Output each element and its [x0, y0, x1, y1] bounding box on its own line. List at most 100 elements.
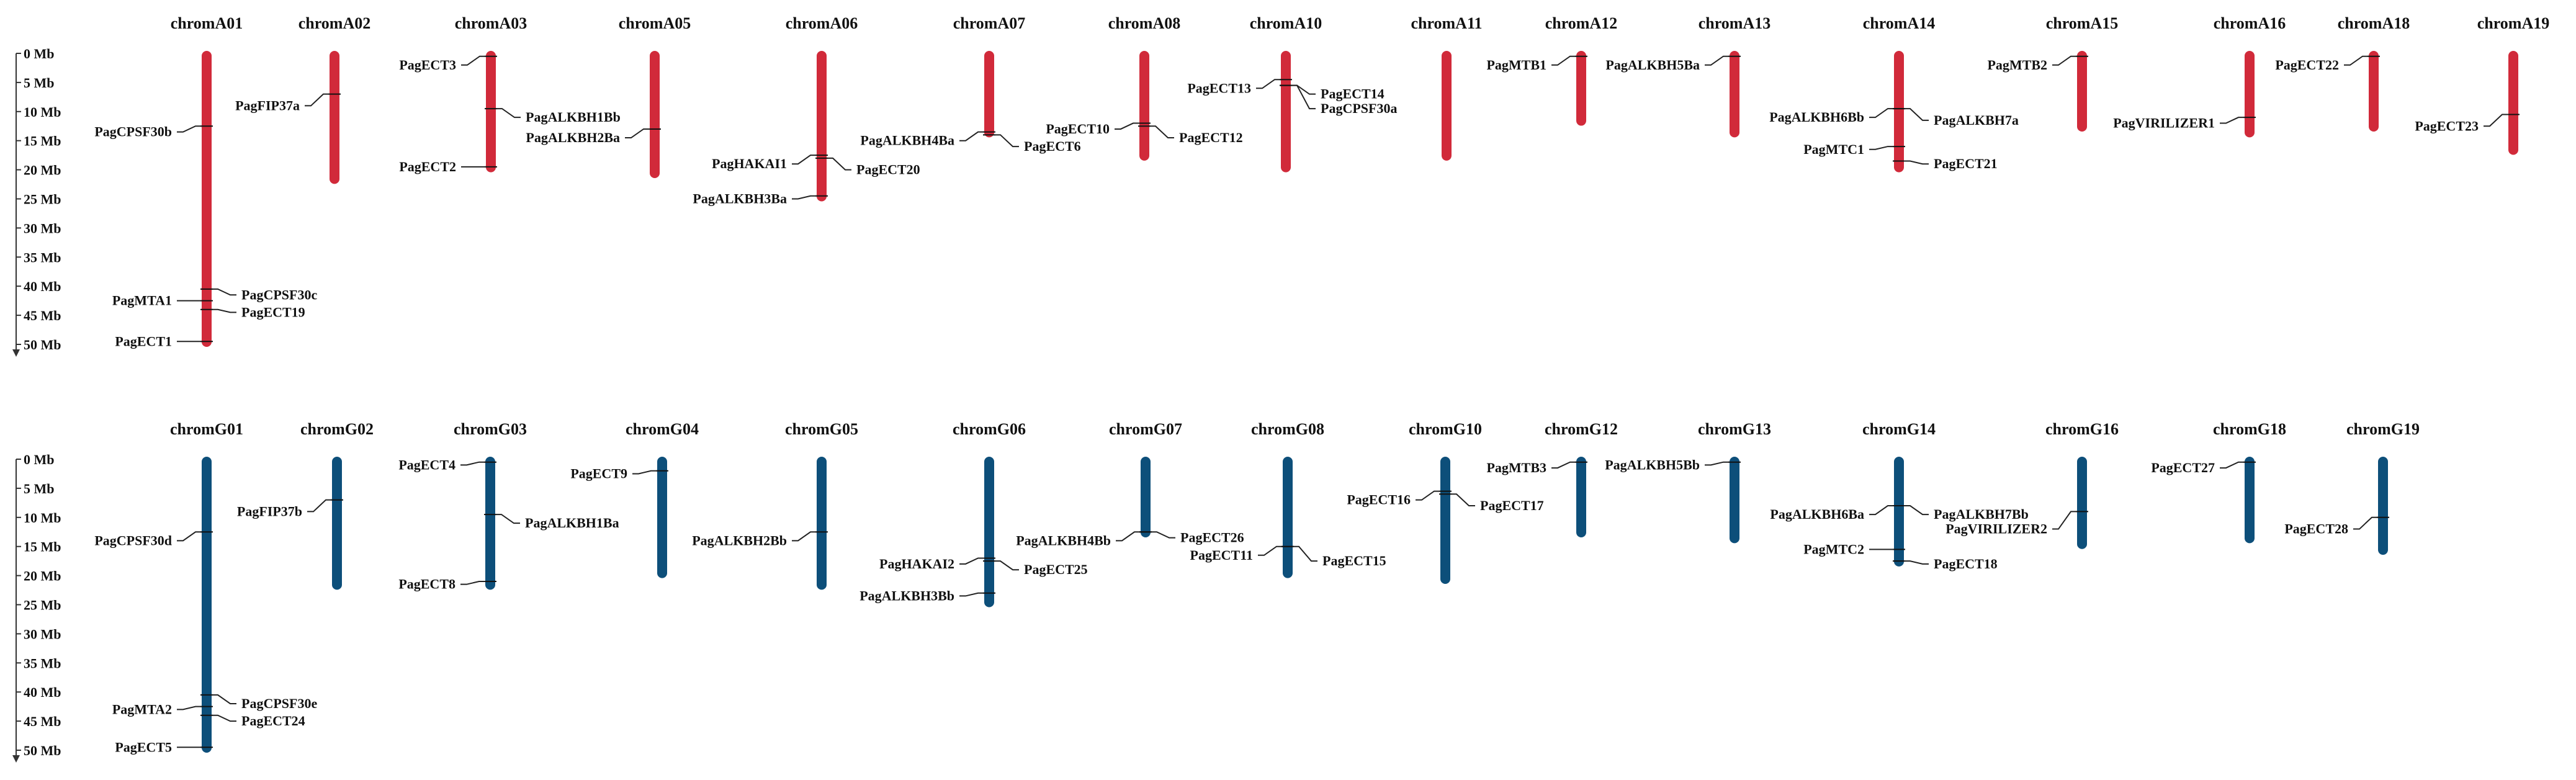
chromosome-bar	[1283, 457, 1293, 578]
gene-PagECT21: PagECT21	[1893, 156, 1998, 171]
gene-label: PagCPSF30c	[241, 287, 317, 302]
chromosome-bar	[486, 51, 496, 173]
chromosome-bar	[984, 457, 994, 607]
chromosome-bar	[1730, 51, 1739, 138]
gene-label: PagHAKAI1	[712, 156, 787, 171]
gene-PagHAKAI1: PagHAKAI1	[712, 155, 828, 171]
chromosome-bar	[817, 51, 827, 202]
chromosome-title: chromA15	[2046, 14, 2119, 32]
chromosome-title: chromA01	[171, 14, 243, 32]
gene-PagALKBH6Bb: PagALKBH6Bb	[1769, 108, 1905, 125]
scale-tick-label: 0 Mb	[24, 452, 55, 467]
gene-label: PagECT18	[1934, 556, 1998, 572]
scale-tick-label: 45 Mb	[24, 714, 61, 729]
gene-label: PagECT3	[399, 57, 456, 73]
gene-leader-line	[496, 108, 521, 119]
scale-tick-label: 5 Mb	[24, 75, 55, 91]
gene-label: PagALKBH2Ba	[526, 130, 620, 145]
gene-leader-line	[1291, 84, 1316, 110]
scale-tick-label: 50 Mb	[24, 743, 61, 758]
scale-tick-label: 20 Mb	[24, 163, 61, 178]
gene-label: PagECT23	[2415, 118, 2479, 133]
gene-PagHAKAI2: PagHAKAI2	[879, 556, 995, 572]
chromosome-bar	[1576, 51, 1586, 126]
gene-label: PagVIRILIZER2	[1945, 521, 2047, 537]
gene-leader-line	[994, 560, 1019, 571]
gene-leader-line	[2344, 55, 2369, 66]
chromosome-title: chromG19	[2346, 420, 2420, 438]
gene-PagECT1: PagECT1	[115, 333, 213, 349]
gene-label: PagFIP37b	[237, 503, 302, 519]
scale-tick-label: 40 Mb	[24, 279, 61, 294]
chromosome-title: chromA14	[1863, 14, 1936, 32]
gene-PagMTB2: PagMTB2	[1987, 55, 2088, 73]
gene-PagALKBH4Bb: PagALKBH4Bb	[1016, 531, 1152, 548]
gene-PagECT12: PagECT12	[1138, 125, 1243, 145]
gene-leader-line	[307, 499, 332, 513]
chromosome-title: chromA11	[1411, 14, 1482, 32]
chromosome-bar	[1442, 51, 1452, 161]
scale-tick-label: 25 Mb	[24, 598, 61, 613]
gene-PagCPSF30a: PagCPSF30a	[1280, 84, 1397, 116]
scale-tick-label: 10 Mb	[24, 104, 61, 120]
chromosome-bar	[1139, 51, 1149, 161]
chromosome-title: chromA08	[1108, 14, 1181, 32]
gene-PagFIP37a: PagFIP37a	[235, 93, 341, 113]
gene-PagALKBH3Ba: PagALKBH3Ba	[693, 191, 828, 207]
gene-label: PagCPSF30e	[241, 696, 317, 711]
scale-tick-label: 25 Mb	[24, 192, 61, 207]
chromosome-title: chromG18	[2213, 420, 2286, 438]
gene-PagECT3: PagECT3	[399, 55, 497, 73]
gene-PagALKBH7a: PagALKBH7a	[1893, 108, 2019, 128]
gene-leader-line	[792, 531, 817, 542]
chromosome-title: chromG02	[300, 420, 374, 438]
gene-leader-line	[994, 134, 1019, 148]
gene-leader-line	[305, 93, 330, 107]
gene-PagECT11: PagECT11	[1190, 545, 1294, 563]
gene-label: PagMTA1	[112, 293, 172, 308]
gene-PagECT13: PagECT13	[1187, 79, 1292, 96]
gene-leader-line	[1416, 490, 1440, 501]
gene-label: PagECT6	[1024, 138, 1081, 154]
gene-PagECT19: PagECT19	[200, 304, 305, 320]
gene-label: PagECT13	[1187, 80, 1251, 96]
gene-PagMTA1: PagMTA1	[112, 293, 213, 308]
chromosome-title: chromG01	[170, 420, 243, 438]
chromosome-chromA11: chromA11	[1411, 14, 1483, 161]
chromosome-title: chromG12	[1545, 420, 1618, 438]
chromosome-bar	[202, 51, 212, 347]
gene-label: PagHAKAI2	[879, 556, 954, 572]
gene-label: PagECT8	[398, 576, 456, 592]
gene-leader-line	[1705, 461, 1730, 466]
chromosome-bar	[2369, 51, 2379, 132]
gene-PagECT24: PagECT24	[200, 713, 305, 728]
chromosome-title: chromA06	[786, 14, 858, 32]
gene-label: PagECT19	[241, 304, 305, 320]
gene-label: PagECT22	[2275, 57, 2339, 73]
gene-PagECT16: PagECT16	[1347, 490, 1452, 508]
gene-label: PagFIP37a	[235, 97, 300, 113]
gene-leader-line	[632, 470, 657, 475]
chromosome-chromA01: chromA01PagCPSF30bPagCPSF30cPagMTA1PagEC…	[94, 14, 317, 349]
gene-label: PagMTB2	[1987, 57, 2047, 73]
chromosome-bar	[1894, 51, 1904, 173]
gene-label: PagECT15	[1322, 553, 1386, 568]
gene-leader-line	[959, 131, 984, 141]
gene-leader-line	[1151, 531, 1175, 539]
gene-leader-line	[827, 157, 851, 171]
gene-label: PagALKBH3Ba	[693, 191, 787, 207]
gene-PagECT14: PagECT14	[1280, 84, 1384, 102]
gene-leader-line	[1705, 55, 1730, 66]
gene-label: PagECT2	[399, 159, 456, 174]
